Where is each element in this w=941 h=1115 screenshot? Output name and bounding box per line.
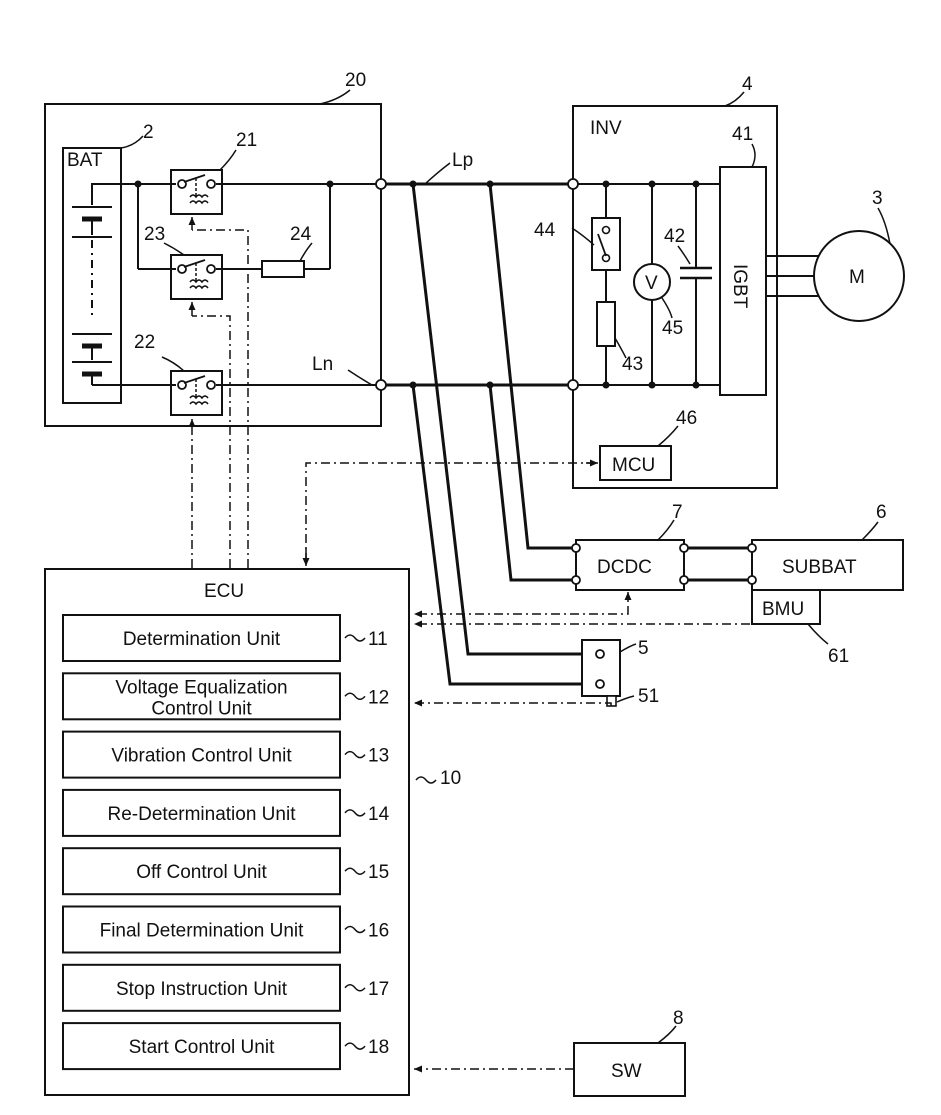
ecu-unit-label: Final Determination Unit	[100, 921, 305, 942]
line-negative-label: Ln	[312, 354, 333, 375]
ecu-unit-label: Re-Determination Unit	[108, 804, 297, 825]
battery-cells	[72, 183, 112, 385]
inverter-label: INV	[590, 118, 622, 139]
battery-pack-ref: 20	[345, 70, 366, 91]
start-switch: SW 8	[574, 1008, 685, 1096]
motor: M 3	[766, 188, 904, 321]
precharge-resistor-ref: 24	[290, 224, 312, 245]
ecu-unit-label: Control Unit	[151, 698, 252, 719]
relay-main-negative: 22	[134, 332, 222, 415]
relay-main-positive: 21	[171, 130, 257, 214]
discharge-switch-ref: 44	[534, 220, 556, 241]
ecu-unit-1: Determination Unit 11	[63, 615, 388, 661]
ecu-unit-label: Voltage Equalization	[115, 677, 287, 698]
battery-label: BAT	[67, 150, 103, 171]
discharge-resistor	[597, 302, 615, 346]
connector: 5 51	[582, 638, 659, 707]
ecu-unit-ref: 16	[368, 921, 389, 942]
ecu-unit-8: Start Control Unit 18	[63, 1023, 389, 1069]
inverter-ref: 4	[742, 74, 753, 95]
ecu-unit-label: Stop Instruction Unit	[116, 979, 288, 1000]
start-switch-ref: 8	[673, 1008, 684, 1029]
ecu-unit-label: Determination Unit	[123, 629, 281, 650]
sub-battery: SUBBAT 6 BMU 61	[748, 502, 903, 667]
ecu-unit-ref: 11	[368, 629, 388, 650]
ecu-unit-ref: 12	[368, 687, 389, 708]
ecu-title: ECU	[204, 581, 244, 602]
bmu-ref: 61	[828, 646, 849, 667]
dcdc-converter: DCDC 7	[572, 502, 748, 590]
ecu-unit-7: Stop Instruction Unit 17	[63, 965, 389, 1011]
dcdc-ref: 7	[672, 502, 683, 523]
dcdc-label: DCDC	[597, 557, 652, 578]
ecu: ECU 10 Determination Unit 11Voltage Equal…	[45, 569, 461, 1095]
line-positive-label: Lp	[452, 150, 473, 171]
mcu-ref: 46	[676, 408, 697, 429]
battery-pack: 20 BAT 2	[45, 70, 386, 426]
relay-main-positive-ref: 21	[236, 130, 257, 151]
ecu-unit-ref: 14	[368, 804, 390, 825]
ecu-unit-label: Start Control Unit	[129, 1037, 275, 1058]
relay-precharge-ref: 23	[144, 224, 165, 245]
ecu-unit-label: Vibration Control Unit	[111, 746, 292, 767]
ecu-unit-label: Off Control Unit	[136, 862, 267, 883]
inverter: INV 4 44 43 V 45	[534, 74, 777, 488]
start-switch-label: SW	[611, 1061, 642, 1082]
bmu-label: BMU	[762, 599, 804, 620]
precharge-resistor: 24	[262, 224, 312, 277]
ecu-unit-ref: 15	[368, 862, 389, 883]
ecu-unit-4: Re-Determination Unit 14	[63, 790, 390, 836]
ecu-ref: 10	[440, 768, 461, 789]
ecu-unit-6: Final Determination Unit 16	[63, 907, 389, 953]
subbat-label: SUBBAT	[782, 557, 857, 578]
connector-ref: 5	[638, 638, 649, 659]
voltmeter-label: V	[645, 273, 658, 294]
ecu-unit-ref: 18	[368, 1037, 389, 1058]
relay-precharge: 23	[144, 224, 222, 299]
ecu-unit-5: Off Control Unit 15	[63, 848, 389, 894]
igbt-ref: 41	[732, 124, 753, 145]
discharge-resistor-ref: 43	[622, 354, 643, 375]
motor-label: M	[849, 267, 865, 288]
ecu-unit-2: Voltage EqualizationControl Unit 12	[63, 673, 389, 719]
ecu-unit-ref: 17	[368, 979, 389, 1000]
ecu-unit-3: Vibration Control Unit 13	[63, 732, 389, 778]
mcu-label: MCU	[612, 455, 655, 476]
igbt-label: IGBT	[729, 264, 750, 309]
motor-ref: 3	[872, 188, 883, 209]
connector-sensor-ref: 51	[638, 686, 659, 707]
smoothing-capacitor-ref: 42	[664, 226, 685, 247]
ecu-unit-ref: 13	[368, 746, 389, 767]
battery-ref: 2	[143, 122, 154, 143]
subbat-ref: 6	[876, 502, 887, 523]
voltmeter-ref: 45	[662, 318, 683, 339]
relay-main-negative-ref: 22	[134, 332, 155, 353]
